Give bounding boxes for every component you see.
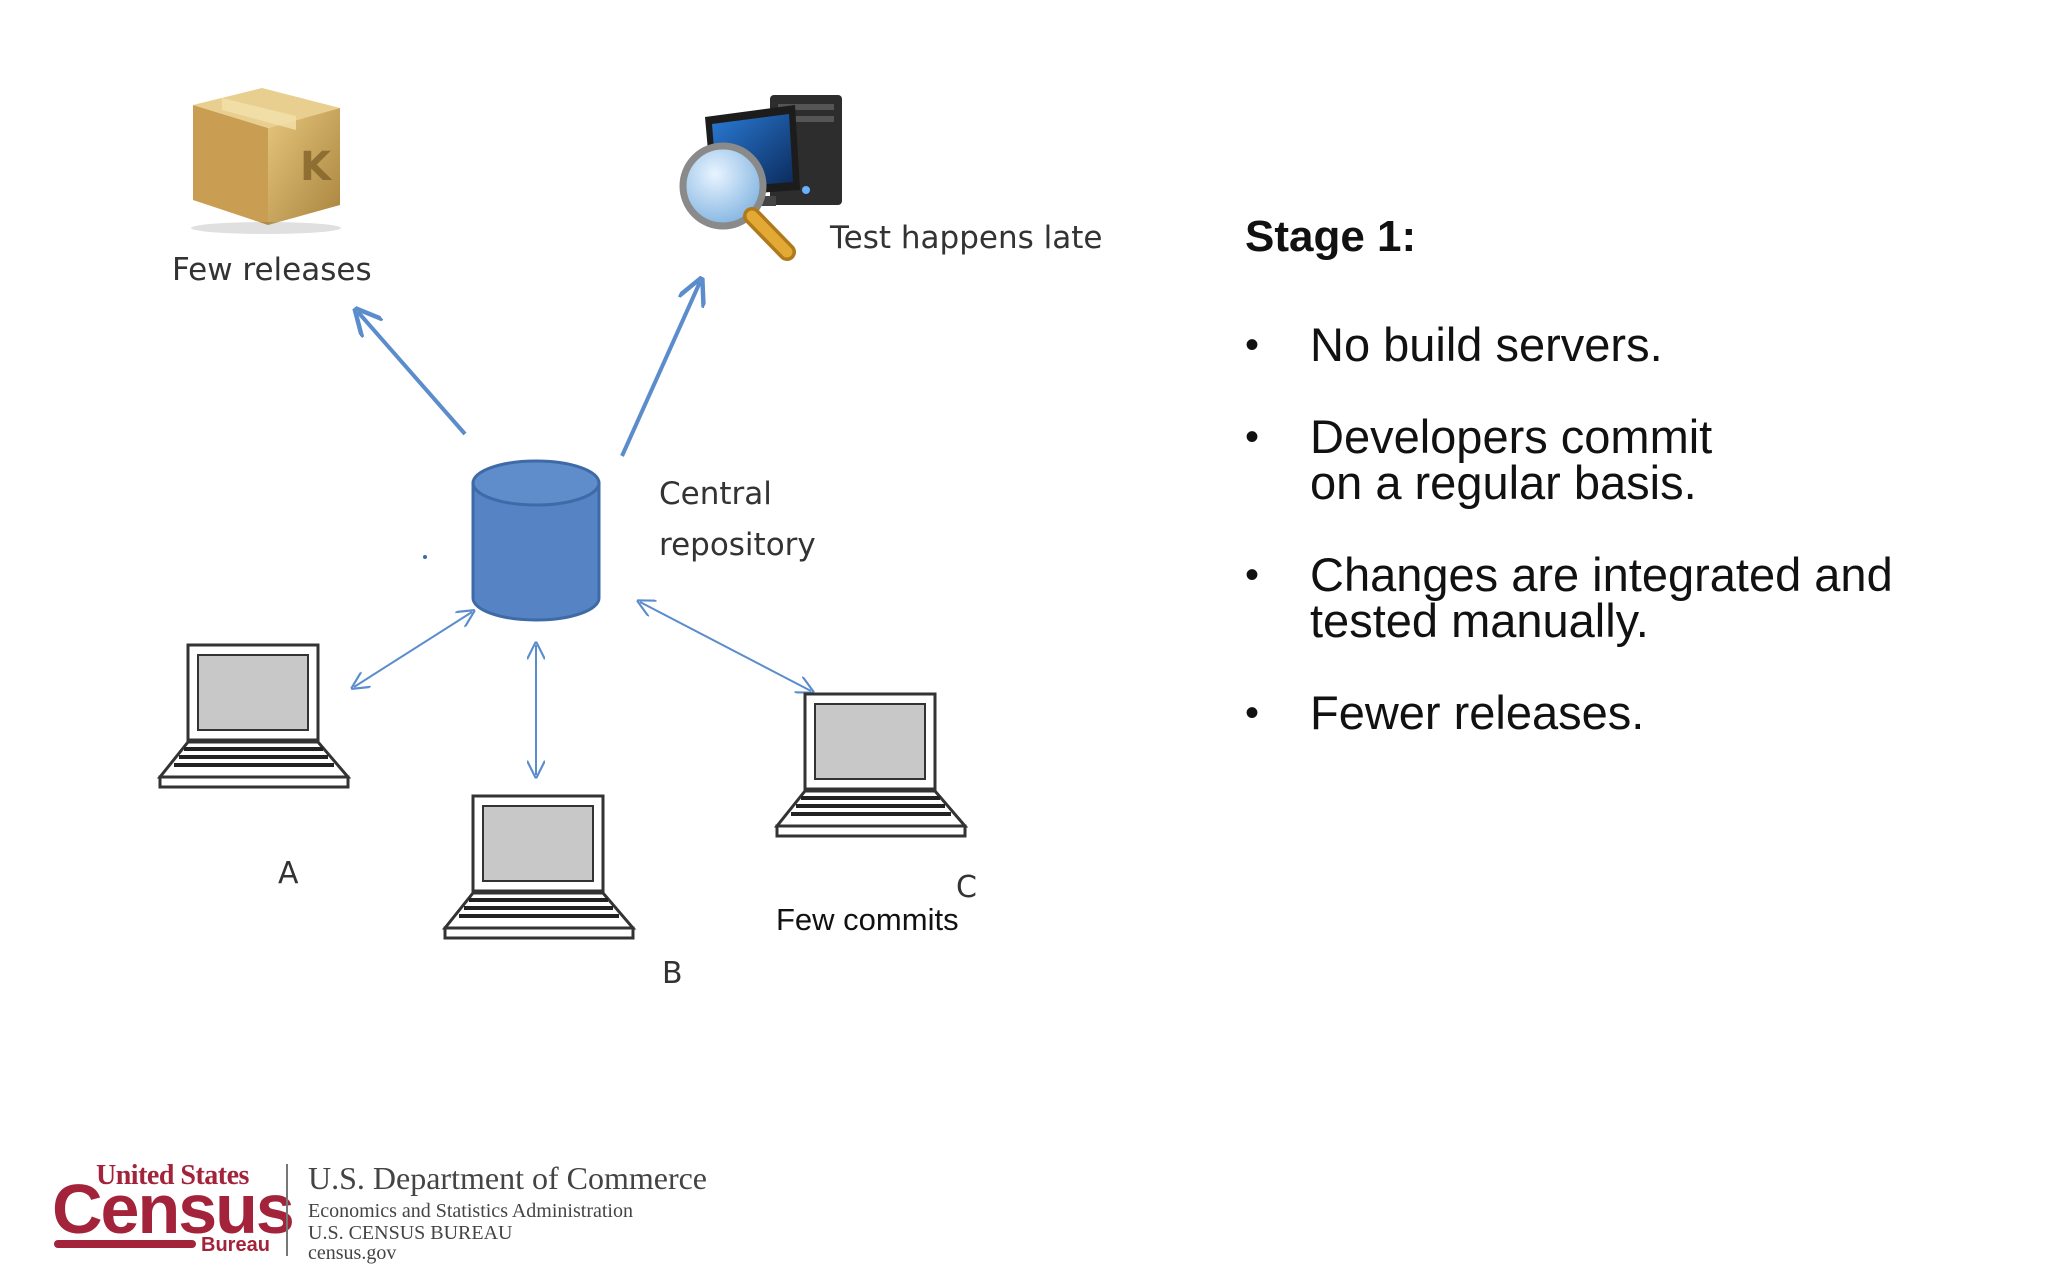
bullet-dot-icon: • — [1245, 415, 1260, 459]
label-few-commits: Few commits — [776, 902, 959, 937]
bullet-dot-icon: • — [1245, 691, 1260, 735]
package-box-icon: K — [191, 88, 341, 234]
stage-title: Stage 1: — [1245, 212, 1417, 261]
bullet-item: • Fewer releases. — [1245, 686, 2005, 739]
stray-dot — [423, 555, 427, 559]
bullet-list: • No build servers. • Developers commit … — [1245, 318, 2005, 782]
bullet-text: Changes are integrated and tested manual… — [1310, 548, 1893, 647]
label-central: Central — [659, 476, 772, 512]
bullet-text: Fewer releases. — [1310, 686, 1645, 739]
svg-text:K: K — [300, 144, 333, 190]
bullet-item: • Developers commit on a regular basis. — [1245, 410, 2005, 509]
dept-name: U.S. Department of Commerce — [308, 1160, 707, 1196]
database-cylinder-icon — [471, 459, 601, 622]
laptop-icon — [773, 692, 969, 838]
arrow-to-releases — [358, 312, 467, 436]
bullet-text: Developers commit on a regular basis. — [1310, 410, 1713, 509]
logo-united-states: United States — [96, 1160, 249, 1191]
bullet-text: No build servers. — [1310, 318, 1663, 371]
laptop-icon — [441, 794, 637, 940]
laptop-icon — [156, 643, 352, 789]
computer-magnifier-icon — [679, 95, 842, 261]
bullet-dot-icon: • — [1245, 553, 1260, 597]
arrow-to-test — [620, 282, 700, 457]
label-few-releases: Few releases — [172, 252, 372, 288]
logo-divider — [286, 1164, 288, 1256]
arrow-repo-laptop-c — [640, 602, 811, 691]
logo-underline-bar — [54, 1240, 196, 1248]
bullet-item: • Changes are integrated and tested manu… — [1245, 548, 2005, 647]
bullet-dot-icon: • — [1245, 323, 1260, 367]
label-laptop-b: B — [662, 956, 683, 991]
label-repository: repository — [659, 527, 816, 563]
label-test-happens-late: Test happens late — [829, 220, 1102, 256]
dept-line-website: census.gov — [308, 1242, 397, 1264]
dept-line-esa: Economics and Statistics Administration — [308, 1200, 633, 1222]
dept-line-bureau: U.S. CENSUS BUREAU — [308, 1222, 513, 1244]
label-laptop-c: C — [956, 870, 977, 905]
logo-census-wordmark: Census — [52, 1170, 295, 1248]
label-laptop-a: A — [278, 856, 299, 891]
bullet-item: • No build servers. — [1245, 318, 2005, 371]
census-bureau-logo: United States Census Bureau U.S. Departm… — [52, 1160, 707, 1264]
arrow-repo-laptop-a — [354, 612, 472, 687]
logo-bureau: Bureau — [201, 1234, 270, 1256]
